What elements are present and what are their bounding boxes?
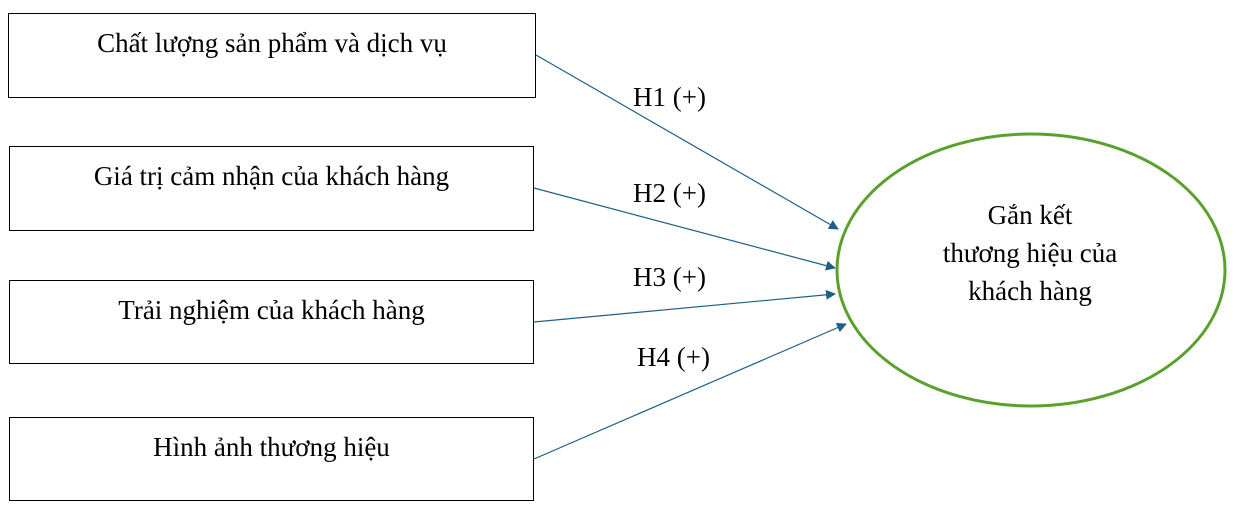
arrow-h3 [533, 289, 836, 323]
construct-label: Hình ảnh thương hiệu [153, 432, 390, 462]
arrow-h2 [533, 187, 836, 271]
hypothesis-label-h2: H2 (+) [633, 178, 706, 208]
outcome-label-line3: khách hàng [968, 276, 1092, 306]
outcome-label-line1: Gắn kết [987, 200, 1073, 230]
construct-box-product-service-quality: Chất lượng sản phẩm và dịch vụ [8, 13, 536, 98]
hypothesis-label-h1: H1 (+) [633, 82, 706, 112]
outcome-label-line2: thương hiệu của [942, 238, 1118, 268]
construct-label: Trải nghiệm của khách hàng [118, 295, 425, 325]
construct-label: Chất lượng sản phẩm và dịch vụ [97, 28, 447, 58]
construct-box-customer-experience: Trải nghiệm của khách hàng [9, 280, 534, 364]
construct-label: Giá trị cảm nhận của khách hàng [93, 161, 450, 191]
outcome-label: Gắn kết thương hiệu của khách hàng [840, 196, 1220, 310]
hypothesis-label-h4: H4 (+) [637, 342, 710, 372]
arrow-h4 [533, 322, 847, 460]
hypothesis-label-h3: H3 (+) [633, 262, 706, 292]
construct-box-perceived-value: Giá trị cảm nhận của khách hàng [9, 146, 534, 231]
arrow-h1 [535, 54, 839, 230]
outcome-ellipse [835, 132, 1227, 408]
construct-box-brand-image: Hình ảnh thương hiệu [9, 417, 534, 501]
